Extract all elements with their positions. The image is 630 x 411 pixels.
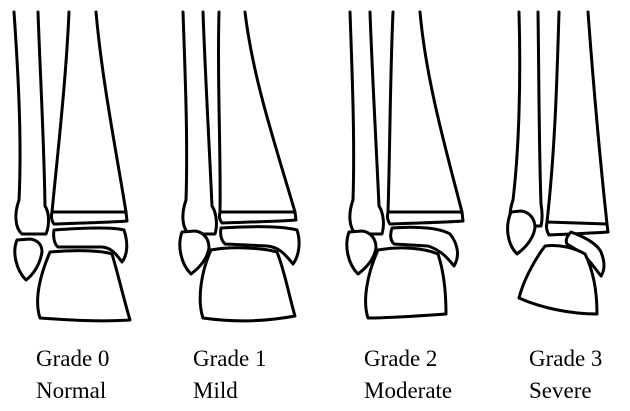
tibia-shaft bbox=[547, 12, 559, 222]
grade-label: Grade 0 bbox=[36, 347, 109, 379]
fibula-shaft bbox=[14, 12, 20, 200]
severity-label: Severe bbox=[529, 379, 602, 411]
tibia-shaft bbox=[388, 12, 393, 212]
talus bbox=[200, 248, 295, 321]
distal-fibula bbox=[350, 200, 384, 234]
talus bbox=[38, 251, 130, 321]
caption-grade-3: Grade 3 Severe bbox=[529, 347, 602, 411]
tibia-shaft bbox=[52, 12, 69, 212]
ankle-grade-3 bbox=[508, 12, 608, 314]
fibula-shaft bbox=[538, 12, 541, 204]
severity-label: Moderate bbox=[364, 379, 452, 411]
distal-tibia bbox=[219, 212, 296, 223]
distal-tibia bbox=[387, 212, 463, 224]
grade-label: Grade 3 bbox=[529, 347, 602, 379]
tibia-shaft bbox=[96, 12, 126, 212]
caption-grade-1: Grade 1 Mild bbox=[193, 347, 266, 411]
lateral-malleolus bbox=[508, 211, 535, 254]
ankle-grade-diagram: Grade 0 Normal Grade 1 Mild Grade 2 Mode… bbox=[0, 0, 630, 402]
fibula-shaft bbox=[183, 12, 187, 200]
fibula-shaft bbox=[370, 12, 379, 206]
severity-label: Mild bbox=[193, 379, 266, 411]
caption-grade-0: Grade 0 Normal bbox=[36, 347, 109, 411]
tibia-shaft bbox=[420, 12, 462, 212]
fibula-shaft bbox=[513, 12, 520, 200]
talus bbox=[519, 245, 597, 314]
ankle-grade-1 bbox=[180, 12, 299, 321]
fibula-shaft bbox=[203, 12, 212, 206]
distal-fibula bbox=[183, 200, 217, 234]
caption-grade-2: Grade 2 Moderate bbox=[364, 347, 452, 411]
tibia-shaft bbox=[218, 12, 220, 212]
tibia-shaft bbox=[245, 12, 295, 212]
ankle-grade-0 bbox=[14, 12, 130, 321]
grade-label: Grade 1 bbox=[193, 347, 266, 379]
distal-tibia bbox=[51, 212, 127, 224]
talus bbox=[366, 248, 446, 318]
severity-label: Normal bbox=[36, 379, 109, 411]
tibia-shaft bbox=[588, 12, 607, 224]
fibula-shaft bbox=[38, 12, 45, 206]
lateral-malleolus bbox=[15, 239, 42, 280]
fibula-shaft bbox=[350, 12, 354, 200]
ankle-illustrations bbox=[0, 0, 630, 402]
ankle-grade-2 bbox=[347, 12, 463, 318]
grade-label: Grade 2 bbox=[364, 347, 452, 379]
